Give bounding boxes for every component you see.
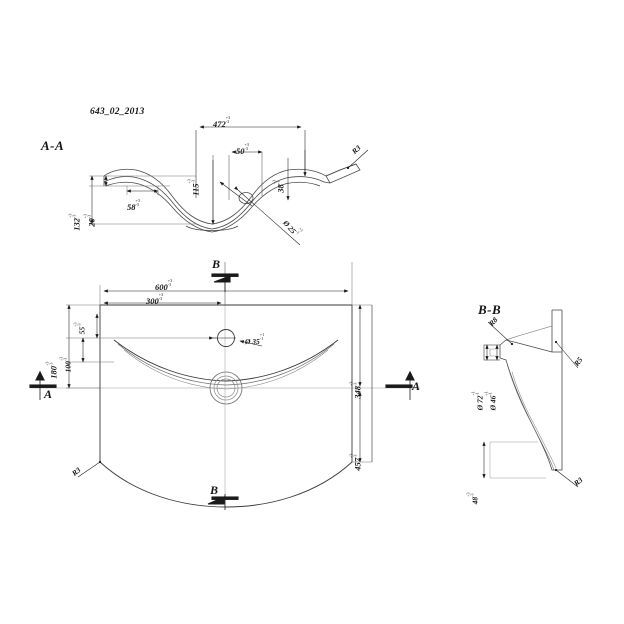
dim-tap-hole-from-rear: 55+3-3 (72, 322, 87, 335)
dim-rear-to-drain: 180+3-3 (44, 361, 59, 379)
dim-rim-thickness: 20+3-3 (82, 213, 97, 227)
section-bb-geometry (483, 309, 563, 479)
dim-depth-to-drain-axis: 348+3-3 (348, 381, 363, 399)
dim-left-rim-width: 58+3-3 (127, 198, 140, 213)
dim-centre-to-edge: 300+3-3 (146, 292, 164, 307)
section-aa-geometry (103, 163, 361, 233)
dim-total-height: 132+3-3 (67, 213, 82, 231)
section-marker-a-left[interactable]: A (44, 387, 53, 401)
plan-section-markers (29, 273, 415, 510)
plan-geometry (99, 304, 353, 508)
dim-right-rim-width: 38+3-3 (271, 179, 286, 193)
dim-overall-width: 472+3-3 (213, 115, 231, 130)
dim-bowl-front-offset: 100+3-3 (58, 356, 73, 373)
dim-bowl-depth: 115+3-3 (186, 178, 201, 196)
dim-overall-length: 600+3-3 (155, 278, 173, 293)
section-marker-a-right[interactable]: A (412, 379, 421, 393)
dim-foot-height: 48+3-3 (465, 492, 480, 505)
section-marker-b-top[interactable]: B (212, 257, 221, 271)
plan-dimension-lines (66, 262, 373, 478)
section-bb-label: B-B (478, 302, 502, 317)
dim-tap-hole-offset: 50+3-3 (236, 142, 249, 157)
section-aa-label: A-A (41, 138, 65, 153)
drawing-title: 643_02_2013 (90, 107, 145, 117)
dim-inner-bore-diameter: Ø 46+1-1 (483, 391, 498, 411)
dim-overall-depth: 457+3-3 (348, 453, 363, 471)
note-tap-hole-diameter: Ø 35+1-1 (245, 332, 265, 346)
section-marker-b-bottom[interactable]: B (210, 483, 219, 497)
section-bb-dimension-lines (482, 321, 579, 488)
dim-outer-flange-diameter: Ø 72+1-1 (470, 391, 485, 411)
section-aa-dimension-lines (89, 125, 369, 246)
